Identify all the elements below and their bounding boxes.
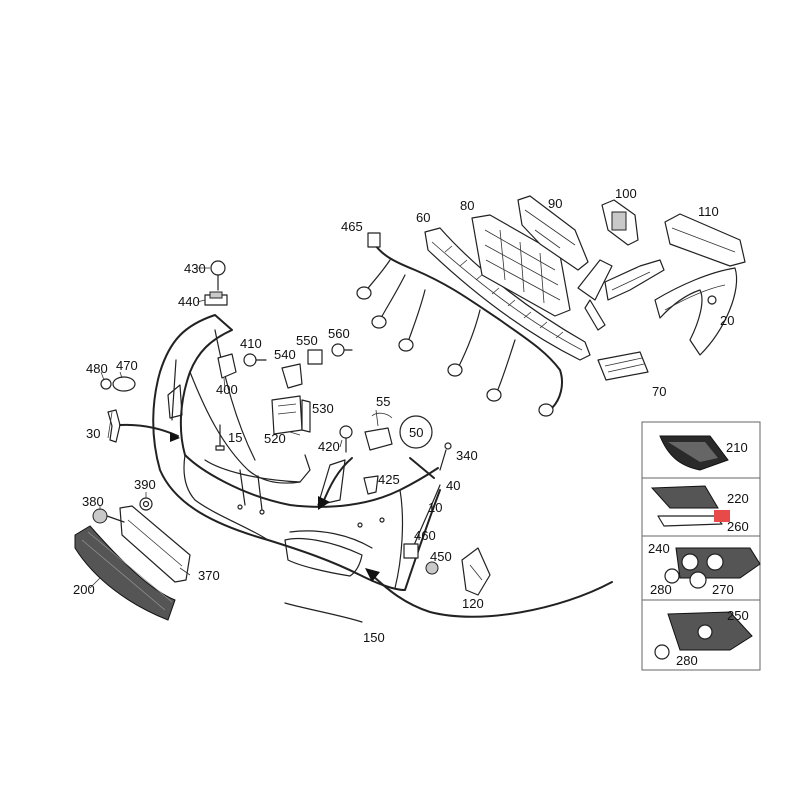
label-55: 55 [376,394,390,409]
headlamp-holder-20 [654,267,738,356]
label-270: 270 [712,582,734,597]
strip-40 [409,457,435,479]
strip-70 [597,351,649,381]
module-520 [271,395,303,435]
label-410: 410 [240,336,262,351]
pin-340 [439,442,452,471]
label-480: 480 [86,361,108,376]
clip-440 [204,291,228,306]
label-90: 90 [548,196,562,211]
label-520: 520 [264,431,286,446]
label-50: 50 [409,425,423,440]
bolt-420 [339,425,353,453]
label-20: 20 [720,313,734,328]
label-210: 210 [726,440,748,455]
label-465: 465 [341,219,363,234]
bumper-reinforcement [424,227,591,361]
trim-260 [657,510,730,527]
clip-425 [363,475,379,495]
label-240: 240 [648,541,670,556]
nut-390 [139,497,153,511]
bolt-560 [331,343,353,357]
cap-480 [100,378,112,390]
label-200: 200 [73,582,95,597]
plate-bracket-370 [119,505,191,583]
ring-270 [689,571,707,589]
bracket-530 [301,399,311,433]
callout-labels: 10 15 20 30 40 50 55 60 70 80 90 100 110… [73,186,749,668]
label-40: 40 [446,478,460,493]
label-120: 120 [462,596,484,611]
trim-150 [284,602,363,623]
label-450: 450 [430,549,452,564]
bolt-410 [243,353,267,367]
bracket-100 [601,199,639,246]
grille-insert-220 [650,485,719,509]
label-10: 10 [428,500,442,515]
bezel-240 [675,547,761,579]
energy-absorber [471,214,571,317]
label-70: 70 [652,384,666,399]
label-425: 425 [378,472,400,487]
detail-arrow [365,568,613,618]
pin-15 [215,424,225,451]
label-60: 60 [416,210,430,225]
highlight-marker [714,510,730,522]
clip-550 [307,349,323,365]
label-460: 460 [414,528,436,543]
label-440: 440 [178,294,200,309]
ring-280a [664,568,680,584]
label-80: 80 [460,198,474,213]
lower-grille-200 [74,525,176,621]
label-560: 560 [328,326,350,341]
label-250: 250 [727,608,749,623]
label-280-a: 280 [650,582,672,597]
screw-450 [425,561,439,575]
label-110: 110 [698,204,719,219]
air-duct-110 [664,213,746,267]
wiring-harness [356,232,563,417]
label-530: 530 [312,401,334,416]
clip-460 [403,543,419,559]
label-280-b: 280 [676,653,698,668]
label-340: 340 [456,448,478,463]
sensor-470 [112,376,136,392]
label-430: 430 [184,261,206,276]
label-370: 370 [198,568,220,583]
mounting-bracket-set [577,259,665,331]
screw-430 [210,260,226,291]
label-100: 100 [615,186,637,201]
sensor-400 [217,353,237,379]
leader-lines [89,267,379,589]
fog-bezel-210 [659,435,729,471]
screw-380 [92,508,125,524]
label-30: 30 [86,426,100,441]
bracket-55 [364,412,393,451]
callout-circle-50 [399,415,433,449]
label-470: 470 [116,358,138,373]
label-550: 550 [296,333,318,348]
arrow-to-bumper [318,457,353,510]
bracket-540 [281,363,303,389]
label-15: 15 [228,430,242,445]
label-150: 150 [363,630,385,645]
label-420: 420 [318,439,340,454]
bracket-120 [461,547,491,596]
label-220: 220 [727,491,749,506]
label-540: 540 [274,347,296,362]
label-260: 260 [727,519,749,534]
label-380: 380 [82,494,104,509]
bracket-90 [517,195,589,271]
label-400: 400 [216,382,238,397]
label-390: 390 [134,477,156,492]
ring-280b [654,644,670,660]
bumper-cover [152,314,441,591]
bezel-250 [667,611,753,651]
